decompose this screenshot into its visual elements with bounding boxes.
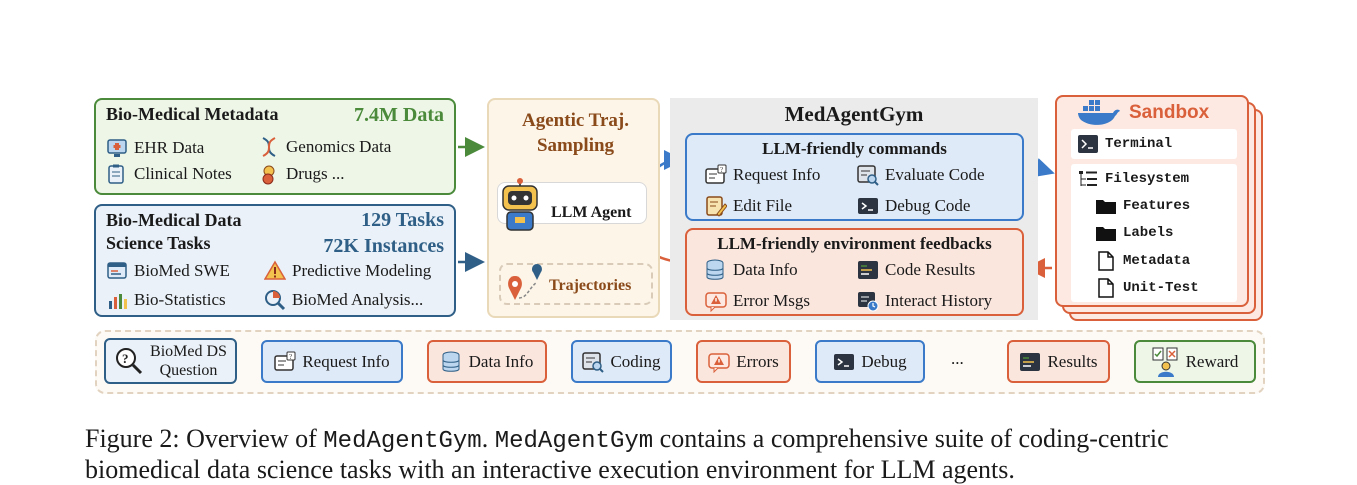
- flow-step-reward: Reward: [1134, 340, 1256, 383]
- command-evaluate-code: Evaluate Code: [857, 164, 985, 186]
- flow-ellipsis: ...: [951, 349, 964, 368]
- request-info-icon: ?: [705, 164, 727, 186]
- feedback-error-msgs: Error Msgs: [705, 290, 810, 313]
- clipboard-icon: [106, 163, 128, 185]
- edit-file-icon: [705, 195, 728, 217]
- feedback-code-results: Code Results: [857, 259, 975, 281]
- error-message-icon: [705, 290, 727, 313]
- trajectories-box: [499, 263, 653, 305]
- flow-step-results: Results: [1007, 340, 1110, 383]
- commands-title: LLM-friendly commands: [762, 139, 947, 158]
- terminal-row: [1071, 129, 1237, 159]
- folder-icon: [1095, 195, 1117, 217]
- folder-icon: [1095, 222, 1117, 244]
- flow-question-line1: BioMed DS: [150, 343, 227, 360]
- pill-icon: [258, 163, 280, 185]
- feedback-title: LLM-friendly environment feedbacks: [717, 234, 992, 253]
- tasks-item-predictive-modeling: Predictive Modeling: [263, 260, 431, 282]
- command-debug-code: Debug Code: [857, 195, 970, 217]
- sandbox-title: Sandbox: [1129, 102, 1210, 123]
- file-icon: [1095, 250, 1117, 272]
- command-edit-file: Edit File: [705, 195, 792, 217]
- figure-caption-line1: Figure 2: Overview of MedAgentGym. MedAg…: [85, 424, 1169, 455]
- history-icon: [857, 290, 879, 312]
- file-icon: [1095, 277, 1117, 299]
- agentic-title-line1: Agentic Traj.: [522, 110, 629, 131]
- agentic-title-line2: Sampling: [536, 135, 615, 156]
- figure-caption-line2: biomedical data science tasks with an in…: [85, 455, 1015, 484]
- llm-agent-label: LLM Agent: [551, 204, 632, 221]
- code-results-icon: [1019, 351, 1041, 373]
- sandbox-filesystem: Filesystem: [1077, 168, 1189, 190]
- metadata-title: Bio-Medical Metadata: [106, 104, 279, 124]
- evaluate-code-icon: [857, 164, 879, 186]
- flow-step-data-info: Data Info: [427, 340, 547, 383]
- feedback-data-info: Data Info: [705, 259, 798, 281]
- fs-entry-unit-test: Unit-Test: [1095, 277, 1199, 299]
- tasks-panel: Bio-Medical Data Science Tasks 129 Tasks…: [94, 204, 456, 317]
- code-results-icon: [857, 259, 879, 281]
- docker-whale-icon: [1077, 100, 1121, 133]
- sandbox-panel: Sandbox Terminal Filesystem Features Lab…: [1055, 95, 1249, 307]
- fs-entry-labels: Labels: [1095, 222, 1173, 244]
- metadata-panel: Bio-Medical Metadata 7.4M Data EHR Data …: [94, 98, 456, 195]
- bar-chart-icon: [106, 289, 128, 311]
- metadata-item-clinical-notes: Clinical Notes: [106, 163, 232, 185]
- tree-list-icon: [1077, 168, 1099, 190]
- reward-person-icon: [1152, 347, 1180, 377]
- flow-step-debug: Debug: [815, 340, 925, 383]
- tasks-item-biomed-analysis: BioMed Analysis...: [264, 289, 423, 311]
- fs-entry-features: Features: [1095, 195, 1190, 217]
- command-request-info: ? Request Info: [705, 164, 820, 186]
- question-magnifier-icon: ?: [114, 346, 144, 376]
- magnifier-chart-icon: [264, 289, 286, 311]
- metadata-item-ehr: EHR Data: [106, 137, 204, 159]
- feedback-panel: LLM-friendly environment feedbacks Data …: [685, 228, 1024, 316]
- trajectories-label: Trajectories: [549, 277, 632, 294]
- svg-text:?: ?: [122, 351, 129, 366]
- flow-step-errors: Errors: [696, 340, 791, 383]
- location-pin-icon: [503, 262, 547, 311]
- ehr-monitor-icon: [106, 137, 128, 159]
- feedback-interact-history: Interact History: [857, 290, 992, 312]
- medagentgym-title: MedAgentGym: [784, 102, 924, 126]
- dna-icon: [258, 136, 280, 158]
- tasks-count: 129 Tasks: [361, 209, 444, 231]
- agentic-sampling-panel: Agentic Traj. Sampling LLM Agent Traject…: [487, 98, 660, 318]
- sandbox-terminal: Terminal: [1077, 133, 1172, 155]
- metadata-item-genomics: Genomics Data: [258, 136, 391, 158]
- evaluate-code-icon: [582, 351, 605, 373]
- commands-panel: LLM-friendly commands ? Request Info Eva…: [685, 133, 1024, 221]
- metadata-stat: 7.4M Data: [354, 104, 444, 126]
- error-message-icon: [708, 351, 730, 373]
- fs-entry-metadata: Metadata: [1095, 250, 1190, 272]
- terminal-icon: [1077, 133, 1099, 155]
- tasks-title-line2: Science Tasks: [106, 233, 211, 253]
- tasks-item-biomed-swe: BioMed SWE: [106, 260, 230, 282]
- flow-step-coding: Coding: [571, 340, 672, 383]
- terminal-icon: [833, 351, 855, 373]
- flow-question: ? BioMed DS Question: [104, 338, 237, 384]
- svg-text:?: ?: [289, 353, 292, 361]
- metadata-item-drugs: Drugs ...: [258, 163, 345, 185]
- terminal-icon: [857, 195, 879, 217]
- tasks-title-line1: Bio-Medical Data: [106, 210, 242, 230]
- tasks-item-bio-statistics: Bio-Statistics: [106, 289, 226, 311]
- code-window-icon: [106, 260, 128, 282]
- robot-icon: [495, 178, 545, 241]
- svg-text:?: ?: [720, 166, 723, 174]
- request-info-icon: ?: [274, 351, 296, 373]
- instances-count: 72K Instances: [323, 235, 444, 257]
- flow-question-line2: Question: [159, 362, 218, 379]
- warning-icon: [263, 260, 287, 282]
- database-icon: [705, 259, 727, 281]
- database-icon: [441, 351, 463, 373]
- flow-step-request-info: ? Request Info: [261, 340, 403, 383]
